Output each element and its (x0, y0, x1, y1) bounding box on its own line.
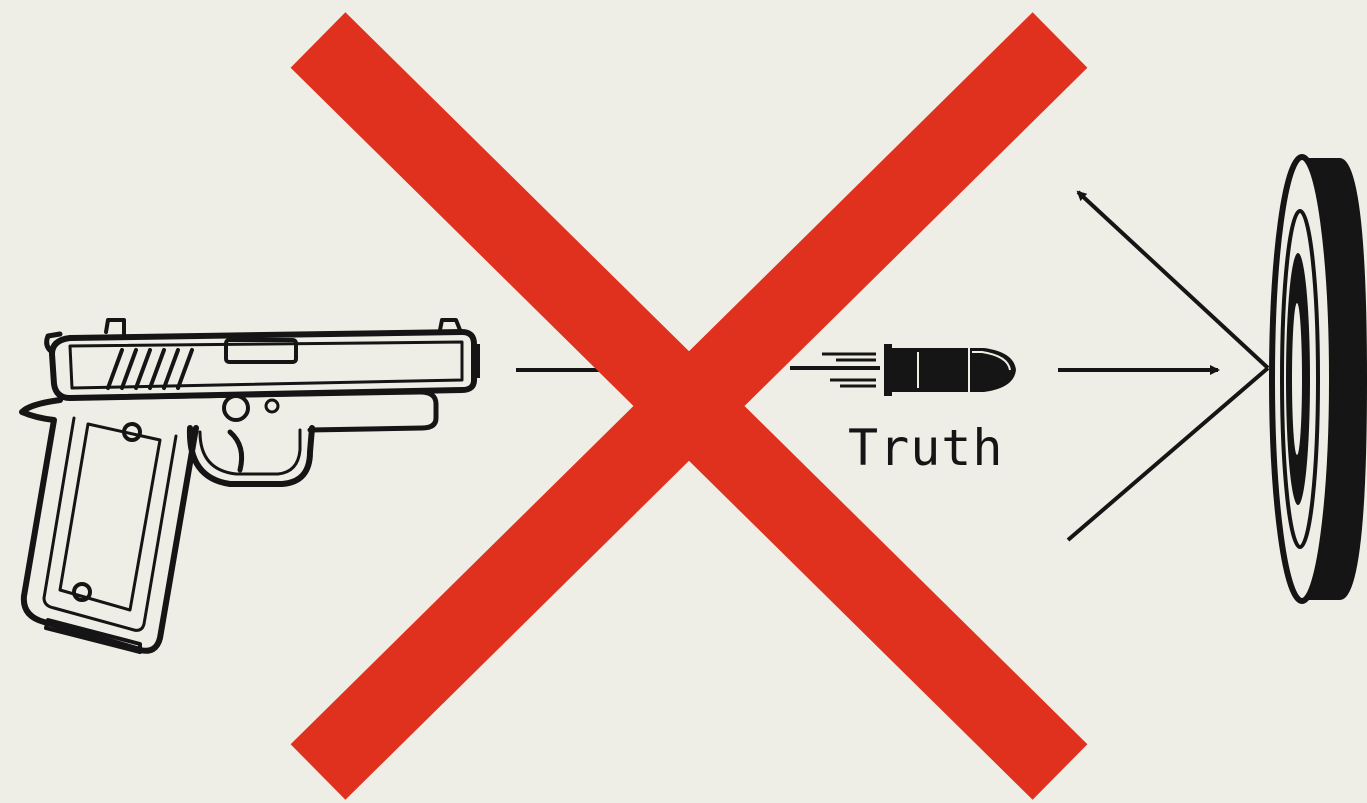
target-icon (1272, 157, 1367, 601)
pistol-icon (22, 320, 480, 652)
deflection-arrow-icon (1068, 192, 1268, 540)
bullet-icon (790, 344, 1016, 396)
cross-out-icon (318, 40, 1060, 772)
truth-label: Truth (848, 418, 1028, 478)
